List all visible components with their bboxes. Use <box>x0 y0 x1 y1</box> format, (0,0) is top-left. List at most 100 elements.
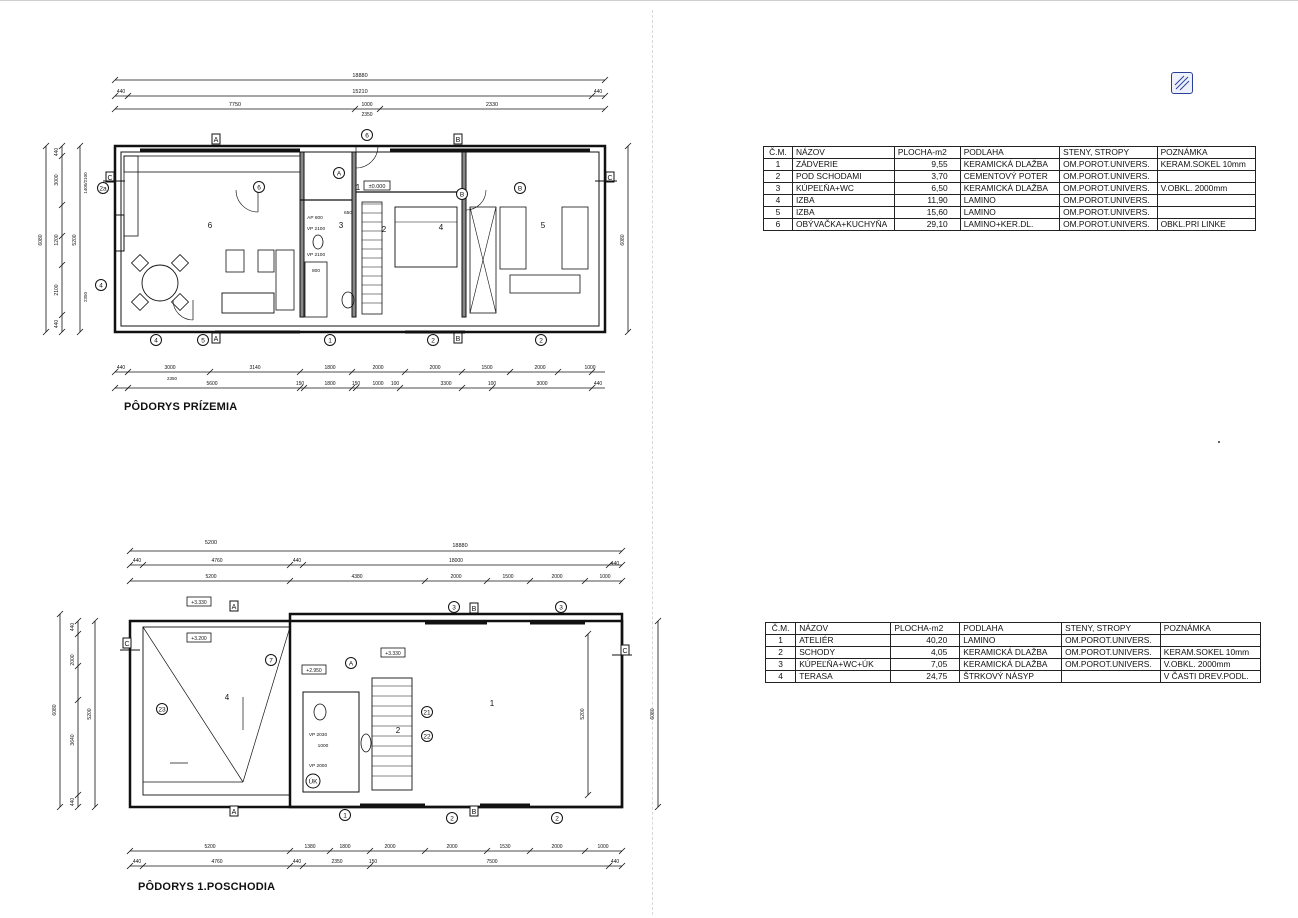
dimension-tick <box>618 547 626 555</box>
dimension-tick <box>286 862 294 870</box>
table-cell: 4 <box>763 194 793 207</box>
table-cell: SCHODY <box>795 646 892 659</box>
dimension-label: 18880 <box>352 73 367 79</box>
dimension-label: 1000 <box>597 844 608 850</box>
dimension-label: 3140 <box>249 365 260 371</box>
table-cell: PODLAHA <box>959 146 1061 159</box>
axis-marker-circle <box>448 601 460 613</box>
table-cell: OM.POROT.UNIVERS. <box>1059 194 1158 207</box>
dimension-tick <box>124 92 132 100</box>
armchair <box>257 249 275 273</box>
axis-marker-label: 6 <box>365 132 369 139</box>
axis-marker-circle <box>156 703 168 715</box>
dimension-label: 1800 <box>324 381 335 387</box>
axis-marker-label: B <box>460 191 464 198</box>
axis-marker-label: 1 <box>343 812 347 819</box>
dimension-label: 1530 <box>499 844 510 850</box>
axis-marker-circle <box>197 334 209 346</box>
table-cell: 24,75 <box>890 670 961 683</box>
table-cell: 1 <box>764 634 797 647</box>
section-marker-label: B <box>456 336 461 343</box>
kitchen-counter <box>123 155 301 173</box>
door-swing-arc <box>465 189 487 211</box>
axis-marker-label: 5 <box>201 337 205 344</box>
dimension-tick <box>126 547 134 555</box>
dimension-label: 440 <box>70 623 76 632</box>
dimension-tick <box>601 76 609 84</box>
note-label: VP 2100 <box>307 226 326 232</box>
dimension-label: 2000 <box>534 365 545 371</box>
wash-basin <box>360 733 372 753</box>
dimension-tick <box>421 577 429 585</box>
axis-marker-label: 23 <box>158 706 166 713</box>
dimension-tick <box>624 328 632 336</box>
dimension-label: 1200 <box>54 234 60 245</box>
room-number: 2 <box>396 726 401 735</box>
table-cell: PLOCHA-m2 <box>890 622 961 635</box>
level-label: +2.950 <box>306 668 322 674</box>
door-swing-arc <box>172 299 194 321</box>
dimension-label: 440 <box>293 859 302 865</box>
section-marker-box <box>453 133 463 145</box>
dimension-tick <box>42 328 50 336</box>
door-swing-arc <box>235 189 259 213</box>
dimension-tick <box>300 384 308 392</box>
dimension-label: 1500 <box>481 365 492 371</box>
table-cell: STENY, STROPY <box>1059 146 1158 159</box>
wash-basin <box>341 291 355 309</box>
table-cell: 7,05 <box>890 658 961 671</box>
table-cell: PLOCHA-m2 <box>893 146 961 159</box>
note-label: 800 <box>312 268 320 274</box>
room-number: 5 <box>541 221 546 230</box>
dimension-label: 6080 <box>650 708 656 719</box>
armchair <box>225 249 245 273</box>
toilet <box>312 234 324 250</box>
dimension-label: 2350 <box>83 291 88 302</box>
dimension-tick <box>326 847 334 855</box>
table-cell: 3,70 <box>893 170 961 183</box>
section-marker-label: C <box>622 648 627 655</box>
dimension-label: 2350 <box>331 859 342 865</box>
table-cell: OM.POROT.UNIVERS. <box>1059 218 1158 231</box>
table-cell: KÚPEĽŇA+WC+ÚK <box>795 658 892 671</box>
dimension-tick <box>526 577 534 585</box>
dimension-tick <box>111 368 119 376</box>
table-cell: LAMINO <box>959 206 1061 219</box>
dimension-label: 2000 <box>551 574 562 580</box>
dimension-tick <box>366 862 374 870</box>
dimension-label: 7750 <box>229 102 241 108</box>
axis-marker-circle <box>555 601 567 613</box>
room-number: 1 <box>490 699 495 708</box>
staircase <box>361 201 383 315</box>
dimension-tick <box>605 561 613 569</box>
section-marker-label: A <box>214 137 219 144</box>
dimension-label: 2000 <box>384 844 395 850</box>
table-cell <box>1159 634 1262 647</box>
room-number: 3 <box>339 221 344 230</box>
dimension-tick <box>76 328 84 336</box>
dimension-label: 440 <box>611 561 620 567</box>
exterior-wall <box>128 619 624 809</box>
sofa <box>221 292 275 314</box>
dimension-label: 4380 <box>351 574 362 580</box>
axis-marker-circle <box>95 279 107 291</box>
section-marker-label: C <box>124 641 129 648</box>
table-cell: 4,05 <box>890 646 961 659</box>
dimension-tick <box>139 561 147 569</box>
dimension-label: 5200 <box>204 844 215 850</box>
axis-marker-label: A <box>349 660 354 667</box>
dimension-label: 100 <box>488 381 497 387</box>
table-cell: ŠTRKOVÝ NÁSYP <box>959 670 1063 683</box>
table-cell: V.OBKL. 2000mm <box>1156 182 1257 195</box>
dimension-tick <box>286 847 294 855</box>
axis-marker-label: 3 <box>559 604 563 611</box>
interior-wall-line <box>120 151 600 327</box>
table-cell: 40,20 <box>890 634 961 647</box>
table-cell: PODLAHA <box>959 622 1063 635</box>
door-swing-arc <box>355 145 379 169</box>
